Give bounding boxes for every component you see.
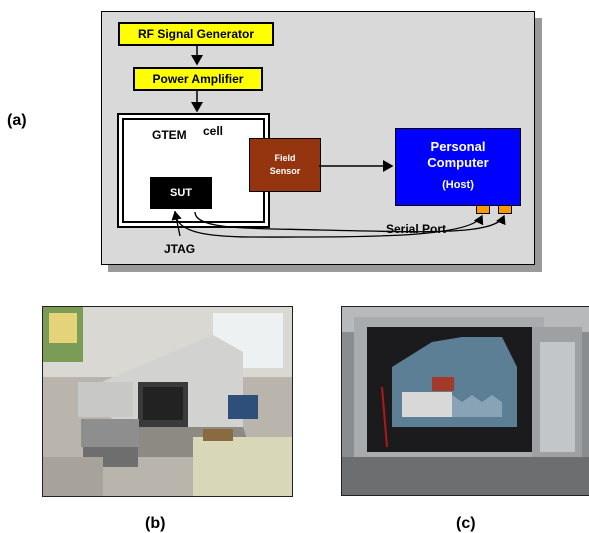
serial-cable — [194, 211, 506, 233]
field-sensor-line1: Field — [274, 153, 296, 163]
jtag-cable — [174, 210, 484, 238]
photo-lab-setup — [42, 306, 293, 497]
pc-line2: Computer — [427, 155, 489, 170]
jtag-label: JTAG — [164, 242, 196, 256]
sut-box: SUT — [150, 177, 212, 209]
power-amplifier-label: Power Amplifier — [152, 72, 244, 86]
sut-label: SUT — [170, 187, 192, 199]
label-c: (c) — [456, 515, 476, 532]
label-b: (b) — [145, 515, 166, 532]
serial-port-connector-1 — [476, 205, 490, 214]
jtag-arrow-tip — [171, 210, 182, 237]
field-sensor-box: Field Sensor — [249, 138, 321, 192]
rf-signal-generator-box: RF Signal Generator — [118, 22, 274, 46]
field-sensor-line2: Sensor — [269, 166, 301, 176]
power-amplifier-box: Power Amplifier — [133, 67, 263, 91]
gtem-cell-label: cell — [203, 124, 224, 138]
pc-line1: Personal — [430, 139, 486, 154]
rf-signal-generator-label: RF Signal Generator — [137, 27, 255, 41]
photo-gtem-interior — [341, 306, 589, 496]
photo-gtem-interior-drawing — [342, 307, 589, 495]
personal-computer-box: Personal Computer (Host) — [395, 128, 521, 206]
photo-lab-setup-drawing — [43, 307, 292, 496]
serial-port-connector-2 — [498, 205, 512, 214]
label-a: (a) — [7, 112, 27, 129]
pc-line3: (Host) — [442, 179, 474, 191]
gtem-label: GTEM — [152, 128, 187, 142]
